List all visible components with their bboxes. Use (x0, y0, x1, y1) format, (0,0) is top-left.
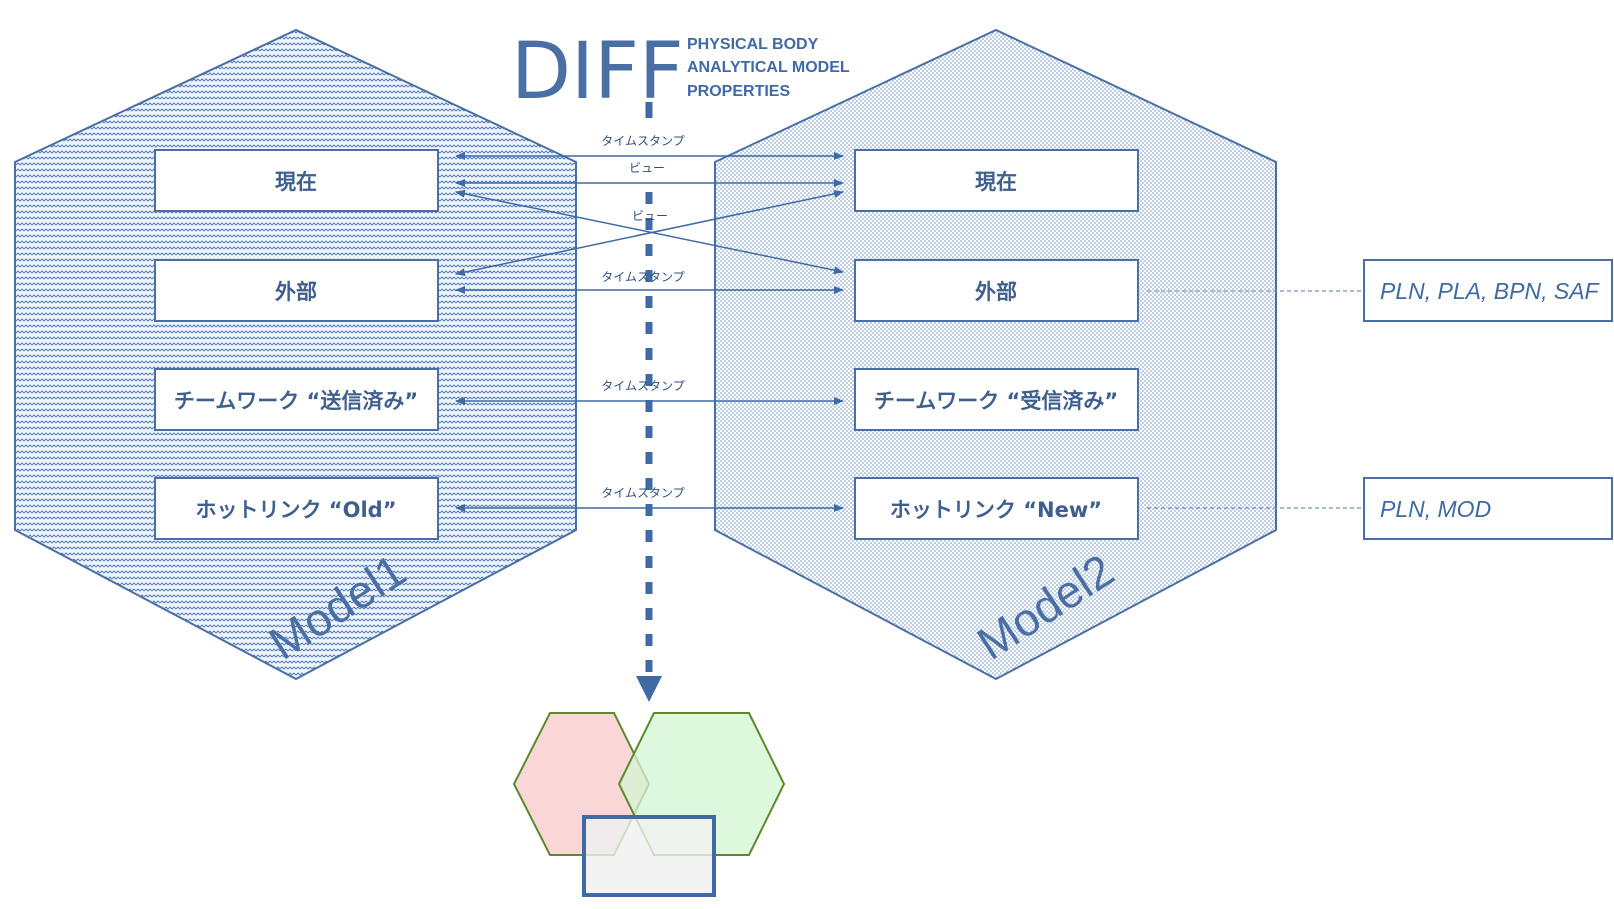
connector-current-view-label: ビュー (629, 161, 665, 175)
model2-box-external[interactable]: 外部 (854, 259, 1139, 322)
diff-subtitle-line-3: PROPERTIES (687, 83, 790, 100)
connector-cross-view: ビュー (455, 189, 844, 277)
connector-external-timestamp-label: タイムスタンプ (601, 270, 684, 284)
connector-hotlink-timestamp-label: タイムスタンプ (601, 486, 684, 500)
connector-cross-view-label: ビュー (632, 209, 668, 223)
diff-subtitle-line-2: ANALYTICAL MODEL (687, 59, 850, 76)
model2-box-current-label: 現在 (975, 170, 1017, 194)
model1-box-current[interactable]: 現在 (154, 149, 439, 212)
model2-box-teamwork-label: チームワーク “受信済み” (874, 389, 1118, 413)
external-formats-label: PLN, PLA, BPN, SAF (1380, 278, 1601, 304)
model1-box-teamwork-label: チームワーク “送信済み” (174, 389, 418, 413)
model2-box-teamwork[interactable]: チームワーク “受信済み” (854, 368, 1139, 431)
model1-box-hotlink[interactable]: ホットリンク “Old” (154, 477, 439, 540)
diff-subtitle-line-1: PHYSICAL BODY (687, 36, 819, 53)
model2-box-external-label: 外部 (975, 280, 1017, 304)
hotlink-formats-label: PLN, MOD (1380, 496, 1491, 522)
external-formats-box: PLN, PLA, BPN, SAF (1363, 259, 1613, 322)
model1-box-hotlink-label: ホットリンク “Old” (196, 498, 397, 522)
connector-teamwork-timestamp: タイムスタンプ (455, 379, 844, 405)
connector-current-view: ビュー (455, 161, 844, 187)
diff-result-icon (512, 712, 786, 897)
connector-current-timestamp: タイムスタンプ (455, 134, 844, 160)
model1-box-external[interactable]: 外部 (154, 259, 439, 322)
connector-external-timestamp: タイムスタンプ (455, 270, 844, 294)
diff-title: DIFF (511, 27, 684, 117)
model1-hexagon (14, 28, 577, 681)
model1-box-external-label: 外部 (275, 280, 317, 304)
diff-flow-arrow (636, 102, 662, 702)
model2-hexagon (714, 28, 1277, 681)
connector-current-timestamp-label: タイムスタンプ (601, 134, 684, 148)
model2-box-hotlink[interactable]: ホットリンク “New” (854, 477, 1139, 540)
model1-box-current-label: 現在 (275, 170, 317, 194)
model1-box-teamwork[interactable]: チームワーク “送信済み” (154, 368, 439, 431)
model2-box-hotlink-label: ホットリンク “New” (890, 498, 1102, 522)
hotlink-formats-box: PLN, MOD (1363, 477, 1613, 540)
result-rectangle (582, 815, 716, 897)
connector-hotlink-timestamp: タイムスタンプ (455, 486, 844, 512)
connector-teamwork-timestamp-label: タイムスタンプ (601, 379, 684, 393)
model2-box-current[interactable]: 現在 (854, 149, 1139, 212)
